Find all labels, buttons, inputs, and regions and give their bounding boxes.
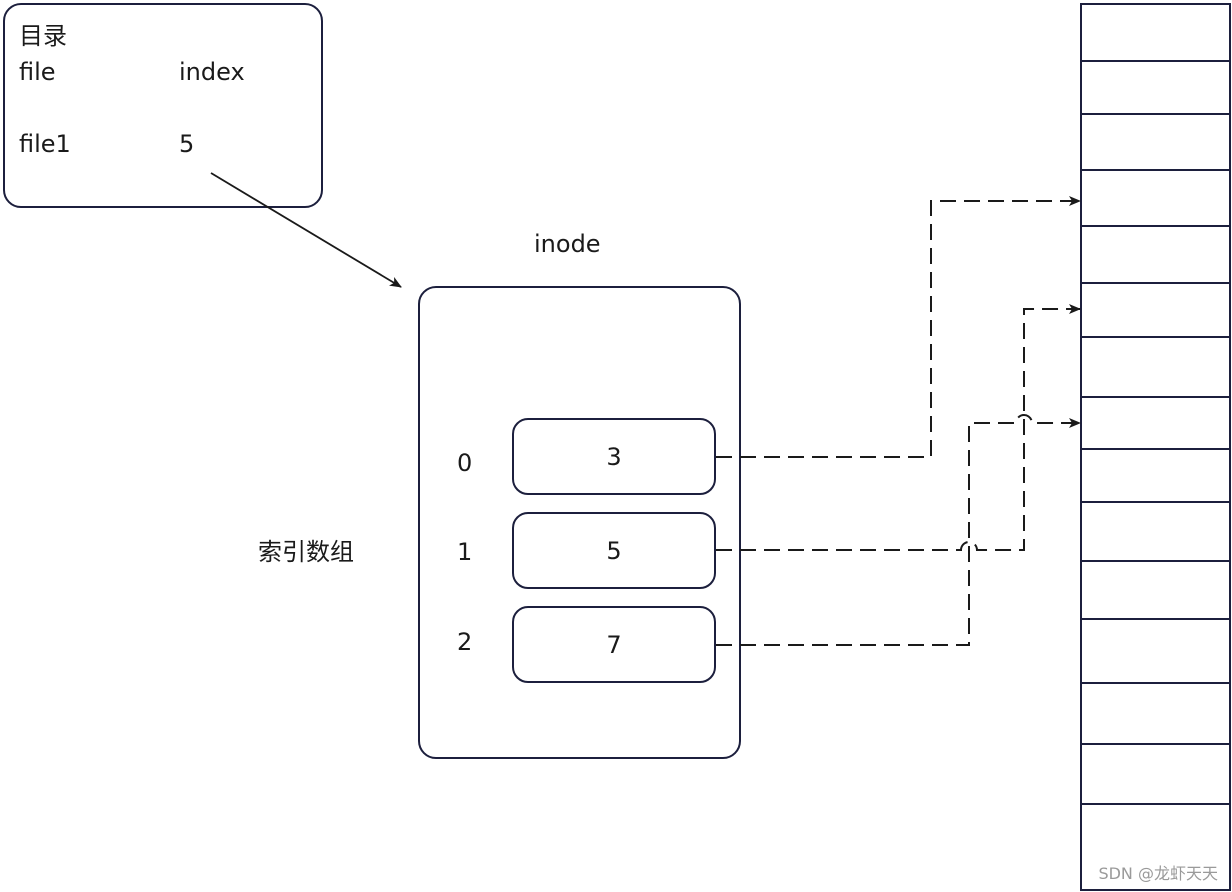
disk-block-column xyxy=(1080,3,1231,891)
slot-value: 7 xyxy=(606,630,622,659)
slot-value: 5 xyxy=(606,536,622,565)
block-divider xyxy=(1082,501,1229,503)
directory-box xyxy=(3,3,323,208)
block-divider xyxy=(1082,448,1229,450)
block-divider xyxy=(1082,618,1229,620)
block-divider xyxy=(1082,169,1229,171)
block-divider xyxy=(1082,336,1229,338)
array-slot-2: 7 xyxy=(512,606,716,683)
block-divider xyxy=(1082,282,1229,284)
inode-box xyxy=(418,286,741,759)
block-divider xyxy=(1082,803,1229,805)
directory-column-index: index xyxy=(179,58,245,86)
block-divider xyxy=(1082,113,1229,115)
directory-row-file: file1 xyxy=(19,130,71,158)
block-divider xyxy=(1082,560,1229,562)
block-divider xyxy=(1082,396,1229,398)
array-index-1: 1 xyxy=(457,538,473,566)
block-divider xyxy=(1082,682,1229,684)
pointer-arrow-slot-2 xyxy=(716,414,1081,646)
directory-row-index: 5 xyxy=(179,130,195,158)
directory-column-file: file xyxy=(19,58,56,86)
block-divider xyxy=(1082,743,1229,745)
array-slot-0: 3 xyxy=(512,418,716,495)
index-array-label: 索引数组 xyxy=(258,538,354,566)
directory-title: 目录 xyxy=(19,22,67,50)
pointer-arrow-slot-1 xyxy=(716,304,1081,551)
block-divider xyxy=(1082,60,1229,62)
directory-to-inode-arrow xyxy=(210,172,402,288)
pointer-arrow-slot-0 xyxy=(716,196,1081,458)
array-index-0: 0 xyxy=(457,449,473,477)
watermark: SDN @龙虾天天 xyxy=(1098,864,1218,883)
inode-title: inode xyxy=(534,230,601,258)
block-divider xyxy=(1082,225,1229,227)
slot-value: 3 xyxy=(606,442,622,471)
array-slot-1: 5 xyxy=(512,512,716,589)
array-index-2: 2 xyxy=(457,628,473,656)
